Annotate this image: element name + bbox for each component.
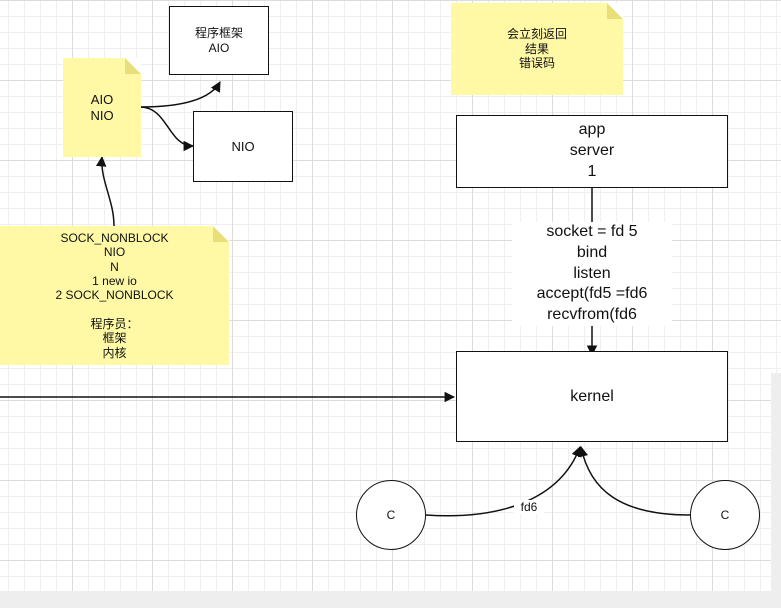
kernel-box[interactable]: kernel	[456, 351, 728, 442]
fd6-edge-label: fd6	[514, 500, 544, 514]
note-fold	[125, 58, 141, 74]
edge-client-left-to-kernel	[425, 446, 582, 517]
app-server-box[interactable]: app server 1	[456, 115, 728, 188]
edge-aionio-to-framework	[139, 81, 221, 108]
horizontal-scrollbar[interactable]	[0, 591, 781, 608]
edge-sock-to-aionio	[95, 155, 115, 227]
client-right-circle[interactable]: C	[690, 480, 760, 550]
note-fold	[213, 226, 229, 242]
vertical-scrollbar[interactable]	[771, 373, 781, 591]
note-fold	[607, 3, 623, 19]
framework-aio-box[interactable]: 程序框架 AIO	[169, 6, 269, 75]
sock-nonblock-note[interactable]: SOCK_NONBLOCK NIO N 1 new io 2 SOCK_NONB…	[0, 226, 229, 365]
return-result-note[interactable]: 会立刻返回 结果 错误码	[451, 3, 623, 95]
edge-client-right-to-kernel	[577, 445, 691, 516]
aio-nio-note[interactable]: AIO NIO	[63, 58, 141, 157]
syscall-edge-label: socket = fd 5 bind listen accept(fd5 =fd…	[512, 222, 672, 326]
sock-nonblock-note-text: SOCK_NONBLOCK NIO N 1 new io 2 SOCK_NONB…	[55, 230, 174, 360]
aio-nio-note-text: AIO NIO	[90, 91, 114, 123]
edge-aionio-to-nio	[139, 106, 195, 152]
return-result-note-text: 会立刻返回 结果 错误码	[506, 27, 567, 71]
client-left-circle[interactable]: C	[356, 480, 426, 550]
nio-box[interactable]: NIO	[193, 111, 293, 182]
